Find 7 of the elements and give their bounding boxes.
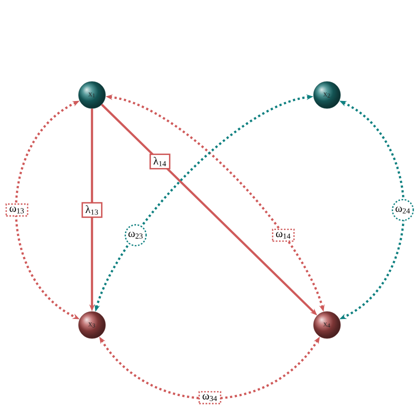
edge-label: ω$_{13}$ bbox=[6, 203, 28, 217]
edge-label: ω$_{34}$ bbox=[198, 391, 222, 404]
edge-label: λ$_{14}$ bbox=[150, 154, 170, 170]
edge-label: λ$_{13}$ bbox=[82, 202, 102, 218]
edge-label: ω$_{24}$ bbox=[392, 198, 414, 222]
edge-label: ω$_{23}$ bbox=[124, 224, 147, 246]
edge-label: ω$_{14}$ bbox=[272, 228, 295, 242]
